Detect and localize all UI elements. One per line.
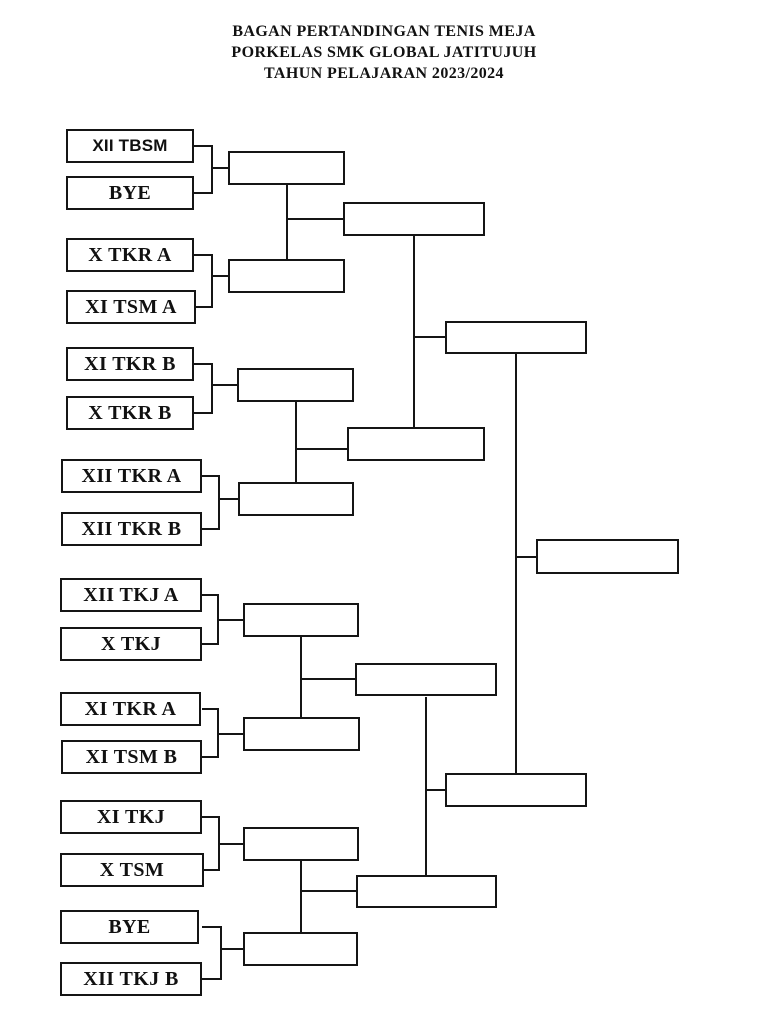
team-box-xi-tkj: XI TKJ: [60, 800, 202, 834]
connector-sf-p1-stub: [413, 336, 448, 338]
connector-r1-p8-stub: [220, 948, 245, 950]
title-line-1: BAGAN PERTANDINGAN TENIS MEJA: [232, 23, 536, 40]
connector-r1-p5-stub: [217, 619, 245, 621]
connector-sf-p1-vertical: [413, 236, 415, 429]
final-box-1: [445, 321, 587, 354]
connector-r1-p3-stub: [211, 384, 239, 386]
round2-box-6: [243, 717, 360, 751]
connector-r1-p8-top: [202, 926, 222, 928]
page-title: BAGAN PERTANDINGAN TENIS MEJA PORKELAS S…: [0, 21, 768, 84]
team-box-xi-tkr-b: XI TKR B: [66, 347, 194, 381]
connector-r1-p6-top: [202, 708, 219, 710]
team-box-xii-tbsm: XII TBSM: [66, 129, 194, 163]
connector-r1-p8-bottom: [202, 978, 222, 980]
connector-r1-p7-bottom: [202, 869, 220, 871]
team-box-bye-2: BYE: [60, 910, 199, 944]
connector-sf-p2-vertical: [425, 697, 427, 877]
team-box-xi-tkr-a: XI TKR A: [60, 692, 201, 726]
round2-box-8: [243, 932, 358, 966]
connector-r1-p4-vertical: [218, 475, 220, 530]
connector-r1-p4-top: [202, 475, 220, 477]
team-box-xii-tkr-b: XII TKR B: [61, 512, 202, 546]
connector-r2-p1-vertical: [286, 185, 288, 261]
team-box-xii-tkr-a: XII TKR A: [61, 459, 202, 493]
round2-box-4: [238, 482, 354, 516]
team-box-x-tkr-a: X TKR A: [66, 238, 194, 272]
round2-box-2: [228, 259, 345, 293]
connector-r1-p2-bottom: [194, 306, 213, 308]
connector-r1-p3-vertical: [211, 363, 213, 414]
team-box-xi-tsm-a: XI TSM A: [66, 290, 196, 324]
connector-r1-p3-top: [194, 363, 213, 365]
connector-r1-p1-top: [194, 145, 213, 147]
semifinal-box-1: [343, 202, 485, 236]
connector-r1-p4-bottom: [202, 528, 220, 530]
semifinal-box-3: [355, 663, 497, 696]
connector-r1-p6-bottom: [202, 756, 219, 758]
title-line-2: PORKELAS SMK GLOBAL JATITUJUH: [231, 44, 537, 61]
team-box-x-tkr-b: X TKR B: [66, 396, 194, 430]
connector-r1-p5-top: [202, 594, 219, 596]
final-box-2: [445, 773, 587, 807]
connector-r2-p4-stub: [300, 890, 359, 892]
connector-r1-p8-vertical: [220, 926, 222, 980]
semifinal-box-2: [347, 427, 485, 461]
team-box-x-tkj: X TKJ: [60, 627, 202, 661]
round2-box-7: [243, 827, 359, 861]
connector-r2-p1-stub: [286, 218, 346, 220]
team-box-bye-1: BYE: [66, 176, 194, 210]
connector-r2-p2-vertical: [295, 402, 297, 484]
connector-sf-p2-stub: [425, 789, 448, 791]
connector-r2-p2-stub: [295, 448, 350, 450]
connector-r2-p4-vertical: [300, 861, 302, 934]
connector-r1-p2-stub: [211, 275, 230, 277]
connector-r1-p7-top: [202, 816, 220, 818]
round2-box-1: [228, 151, 345, 185]
connector-r2-p3-stub: [300, 678, 358, 680]
connector-r1-p5-bottom: [202, 643, 219, 645]
champion-box: [536, 539, 679, 574]
connector-final-vertical: [515, 354, 517, 775]
connector-r1-p2-vertical: [211, 254, 213, 308]
title-line-3: TAHUN PELAJARAN 2023/2024: [264, 65, 504, 82]
connector-r1-p1-vertical: [211, 145, 213, 194]
connector-r1-p1-stub: [211, 167, 230, 169]
round2-box-3: [237, 368, 354, 402]
connector-r1-p6-stub: [217, 733, 245, 735]
connector-r1-p2-top: [194, 254, 213, 256]
team-box-xii-tkj-a: XII TKJ A: [60, 578, 202, 612]
semifinal-box-4: [356, 875, 497, 908]
connector-r1-p4-stub: [218, 498, 240, 500]
team-box-xi-tsm-b: XI TSM B: [61, 740, 202, 774]
round2-box-5: [243, 603, 359, 637]
team-box-x-tsm: X TSM: [60, 853, 204, 887]
connector-final-stub: [515, 556, 539, 558]
connector-r1-p7-stub: [218, 843, 245, 845]
connector-r1-p1-bottom: [194, 192, 213, 194]
connector-r1-p3-bottom: [194, 412, 213, 414]
team-box-xii-tkj-b: XII TKJ B: [60, 962, 202, 996]
